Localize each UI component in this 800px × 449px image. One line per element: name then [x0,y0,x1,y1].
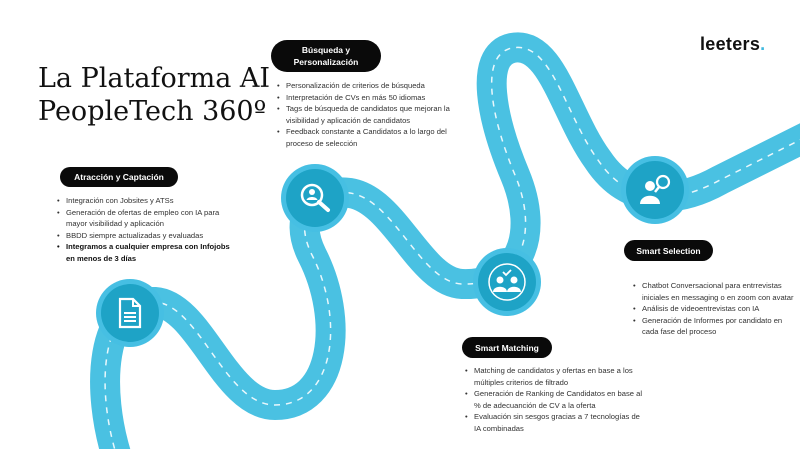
list-item: Chatbot Conversacional para entrrevistas… [633,280,798,303]
list-item: Tags de búsqueda de candidatos que mejor… [277,103,462,126]
leeters-logo: leeters. [700,34,765,55]
stage-list-matching: Matching de candidatos y ofertas en base… [465,365,645,435]
stage-label-atraccion: Atracción y Captación [60,167,178,187]
stage-node-atraccion [96,279,164,347]
list-item: Generación de Informes por candidato en … [633,315,798,338]
people-match-icon [488,263,526,301]
stage-node-matching [473,248,541,316]
list-item: Integración con Jobsites y ATSs [57,195,237,207]
stage-label-selection: Smart Selection [624,240,713,261]
stage-label-busqueda: Búsqueda y Personalización [271,40,381,72]
stage-node-selection [621,156,689,224]
list-item: Integramos a cualquier empresa con Infoj… [57,241,237,264]
list-item: Generación de Ranking de Candidatos en b… [465,388,645,411]
stage-label-matching: Smart Matching [462,337,552,358]
list-item: Generación de ofertas de empleo con IA p… [57,207,237,230]
list-item: Interpretación de CVs en más 50 idiomas [277,92,462,104]
list-item: Análisis de videoentrevistas con IA [633,303,798,315]
list-item: Personalización de criterios de búsqueda [277,80,462,92]
logo-text: leeters [700,34,761,54]
document-icon [118,297,142,329]
logo-dot: . [760,34,766,54]
list-item: Evaluación sin sesgos gracias a 7 tecnol… [465,411,645,434]
label-line: Personalización [293,57,359,67]
label-line: Búsqueda y [301,45,351,55]
list-item: Matching de candidatos y ofertas en base… [465,365,645,388]
search-person-icon [300,183,330,212]
person-search-icon [640,174,671,204]
list-item: BBDD siempre actualizadas y evaluadas [57,230,237,242]
title-line-1: La Plataforma AI [38,63,271,94]
stage-list-busqueda: Personalización de criterios de búsqueda… [277,80,462,150]
stage-list-atraccion: Integración con Jobsites y ATSs Generaci… [57,195,237,265]
list-item: Feedback constante a Candidatos a lo lar… [277,126,462,149]
page-title: La Plataforma AI PeopleTech 360º [38,62,270,128]
title-line-2: PeopleTech 360º [38,96,267,127]
stage-node-busqueda [281,164,349,232]
stage-list-selection: Chatbot Conversacional para entrrevistas… [633,280,798,338]
